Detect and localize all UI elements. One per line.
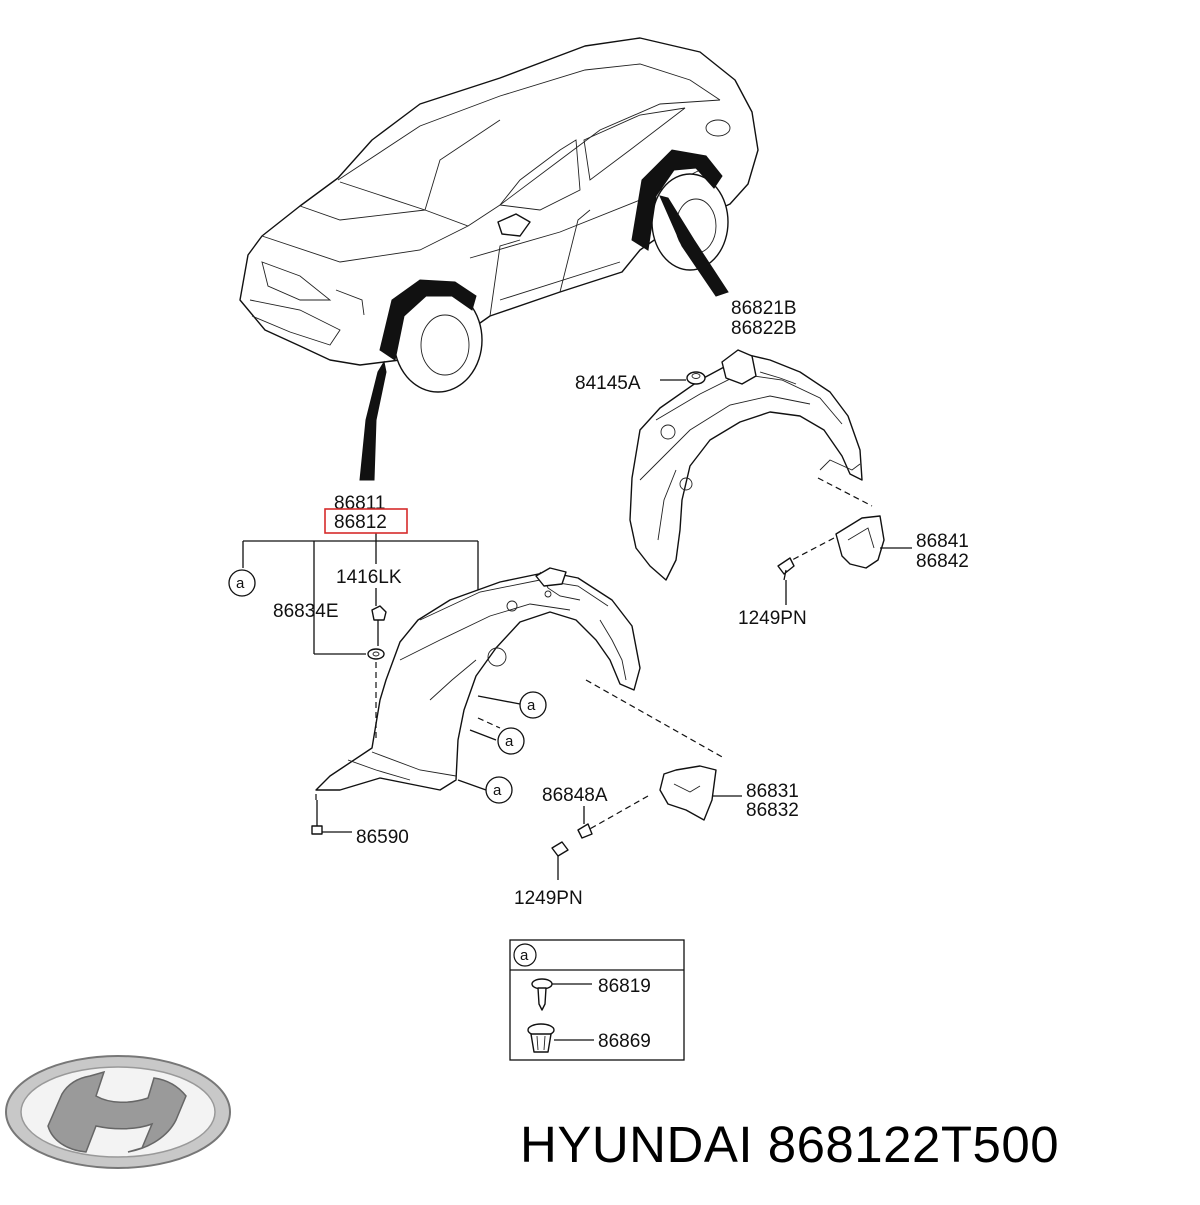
screw-icon	[531, 978, 553, 1011]
label-front-flap-1: 86831	[746, 781, 799, 802]
label-rear-flap-2: 86842	[916, 551, 969, 572]
front-wheel-guard-icon	[315, 567, 641, 791]
svg-text:a: a	[505, 733, 514, 750]
brand-name: HYUNDAI	[520, 1116, 754, 1173]
selected-part-highlight	[324, 508, 408, 534]
label-rear-guard-1: 86821B	[731, 298, 797, 319]
label-rear-screw: 1249PN	[738, 608, 807, 629]
washer-icon	[367, 648, 385, 660]
rear-wheel-guard-icon	[629, 349, 863, 581]
front-screw-icon	[551, 841, 569, 880]
legend-header-callout	[513, 943, 537, 967]
label-washer: 86834E	[273, 601, 339, 622]
label-nut: 84145A	[575, 373, 641, 394]
callout-a-1: a	[228, 569, 256, 597]
front-assembly-bracket	[242, 533, 479, 655]
label-front-assembly-top: 86811	[334, 493, 385, 514]
bottom-screw-icon	[311, 800, 323, 835]
callout-a-2: a	[519, 691, 547, 719]
svg-text:a: a	[236, 575, 245, 592]
car-outline-icon	[239, 37, 759, 481]
rear-mud-flap-icon	[835, 515, 885, 569]
legend-header: a	[520, 947, 529, 964]
svg-text:a: a	[527, 697, 536, 714]
flap-clip-icon	[577, 823, 593, 839]
nut-icon	[686, 371, 706, 385]
push-clip-icon	[371, 605, 387, 646]
legend-item-1: 86819	[598, 976, 651, 997]
label-rear-flap-1: 86841	[916, 531, 969, 552]
label-front-assembly-selected: 86812	[334, 512, 387, 533]
callout-a-4: a	[485, 776, 513, 804]
part-number: 868122T500	[767, 1116, 1060, 1173]
mud-flap-icon	[659, 765, 717, 821]
rear-screw-icon	[777, 557, 795, 581]
fastener-legend: a 86819 86869	[509, 939, 685, 1061]
label-front-flap-2: 86832	[746, 800, 799, 821]
label-clip-1416: 1416LK	[336, 567, 402, 588]
push-clip-icon	[527, 1023, 555, 1053]
label-rear-guard-2: 86822B	[731, 318, 797, 339]
label-flap-screw-clip: 86848A	[542, 785, 608, 806]
callout-a-3: a	[497, 727, 525, 755]
svg-text:a: a	[493, 782, 502, 799]
label-bottom-screw: 86590	[356, 827, 409, 848]
brand-part-number: HYUNDAI 868122T500	[520, 1110, 1190, 1180]
label-front-screw: 1249PN	[514, 888, 583, 909]
legend-item-2: 86869	[598, 1031, 651, 1052]
hyundai-logo-icon	[5, 1055, 231, 1169]
